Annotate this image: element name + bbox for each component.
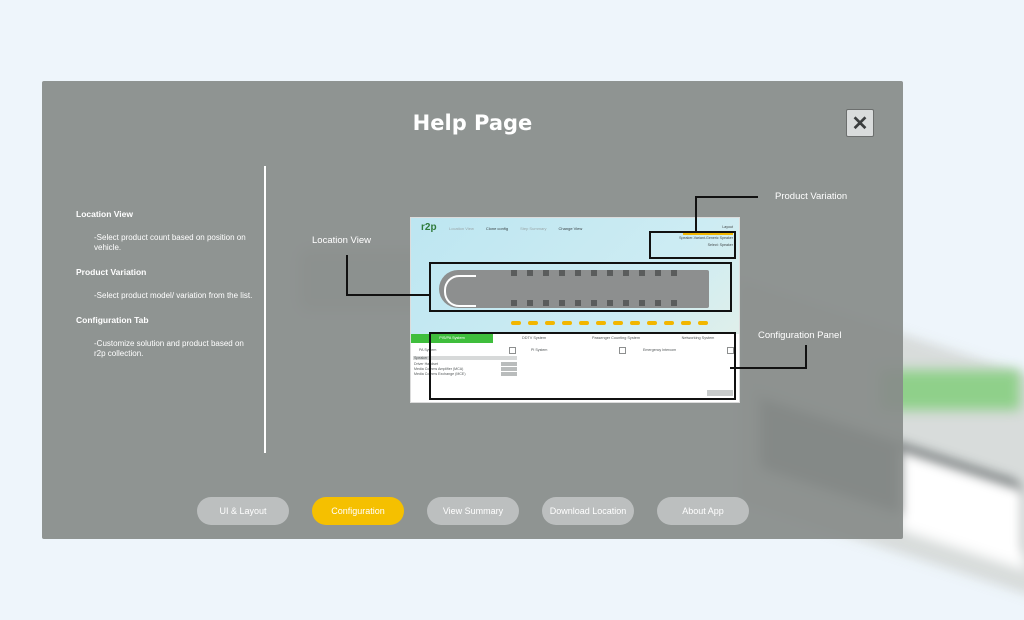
preview-config-panel: PIS/PA System DDTV System Passenger Coun… <box>411 334 739 402</box>
preview-checkbox <box>727 347 734 354</box>
preview-tab: Passenger Counting System <box>591 336 641 340</box>
callout-label-product-variation: Product Variation <box>775 191 848 202</box>
preview-checkbox <box>509 347 516 354</box>
position-badges <box>511 321 708 325</box>
callout-line <box>805 345 807 369</box>
help-description: -Customize solution and product based on… <box>94 339 244 358</box>
close-button[interactable]: ✕ <box>846 109 874 137</box>
help-list: Location View -Select product count base… <box>76 209 256 373</box>
close-icon: ✕ <box>851 112 869 135</box>
help-heading: Location View <box>76 209 133 219</box>
preview-row: Media Comms Amplifier (MCA) <box>414 367 464 371</box>
tab-configuration[interactable]: Configuration <box>312 497 404 525</box>
callout-line <box>346 255 348 296</box>
preview-nav-item: Step Summary <box>520 226 547 231</box>
tab-about-app[interactable]: About App <box>657 497 749 525</box>
preview-row: Emergency Intercom <box>643 348 677 352</box>
preview-value-bar <box>501 362 517 366</box>
preview-nav-item: Change View <box>558 226 583 231</box>
tab-ui-layout[interactable]: UI & Layout <box>197 497 289 525</box>
preview-row: Media Comms Exchange (MCE) <box>414 372 466 376</box>
preview-bar <box>413 356 517 360</box>
preview-row: PI System <box>531 348 548 352</box>
preview-tabs: PIS/PA System DDTV System Passenger Coun… <box>411 334 739 343</box>
configuration-panel-highlight <box>429 332 736 400</box>
seat-row-top <box>511 270 677 276</box>
help-heading: Configuration Tab <box>76 315 149 325</box>
help-heading: Product Variation <box>76 267 147 277</box>
callout-line <box>695 196 697 232</box>
page-title: Help Page <box>412 111 533 135</box>
preview-tab: PIS/PA System <box>411 334 493 343</box>
help-description: -Select product count based on position … <box>94 233 246 252</box>
preview-row: Speaker <box>414 356 428 360</box>
seat-row-bottom <box>511 300 677 306</box>
preview-nav-item: Clone config <box>485 226 509 231</box>
callout-label-location-view: Location View <box>312 235 371 246</box>
preview-text: Speaker-Variant-Generic Speaker <box>679 236 733 240</box>
preview-checkbox <box>619 347 626 354</box>
preview-next-button <box>707 390 733 396</box>
preview-tab: DDTV System <box>521 336 547 340</box>
preview-vehicle <box>439 270 709 308</box>
preview-row: Driver Handset <box>414 362 438 366</box>
callout-line <box>730 367 807 369</box>
callout-line <box>346 294 430 296</box>
preview-nav: Location View Clone config Step Summary … <box>449 226 582 231</box>
help-item-configuration-tab: Configuration Tab -Customize solution an… <box>76 315 256 359</box>
preview-logo: r2p <box>421 222 437 233</box>
location-view-highlight <box>429 262 732 312</box>
preview-tab: Networking System <box>681 336 715 340</box>
help-item-product-variation: Product Variation -Select product model/… <box>76 267 256 301</box>
preview-value-bar <box>501 367 517 371</box>
help-tabs: UI & Layout Configuration View Summary D… <box>197 497 749 525</box>
help-modal: Help Page ✕ Location View -Select produc… <box>42 81 903 539</box>
preview-row: PA System <box>419 348 437 352</box>
preview-text: Select: Speaker <box>707 243 733 247</box>
divider <box>264 166 266 453</box>
callout-label-configuration-panel: Configuration Panel <box>758 330 842 341</box>
preview-text: Layout <box>722 225 733 229</box>
preview-selector <box>683 231 733 235</box>
tab-view-summary[interactable]: View Summary <box>427 497 519 525</box>
tab-download-location[interactable]: Download Location <box>542 497 634 525</box>
preview-product-variation: Layout Speaker-Variant-Generic Speaker S… <box>679 224 733 249</box>
vehicle-nose <box>444 275 476 307</box>
preview-nav-item: Location View <box>449 226 474 231</box>
help-description: -Select product model/ variation from th… <box>94 291 253 300</box>
preview-value-bar <box>501 372 517 376</box>
product-variation-highlight <box>649 231 736 259</box>
help-item-location-view: Location View -Select product count base… <box>76 209 256 253</box>
callout-line <box>695 196 758 198</box>
